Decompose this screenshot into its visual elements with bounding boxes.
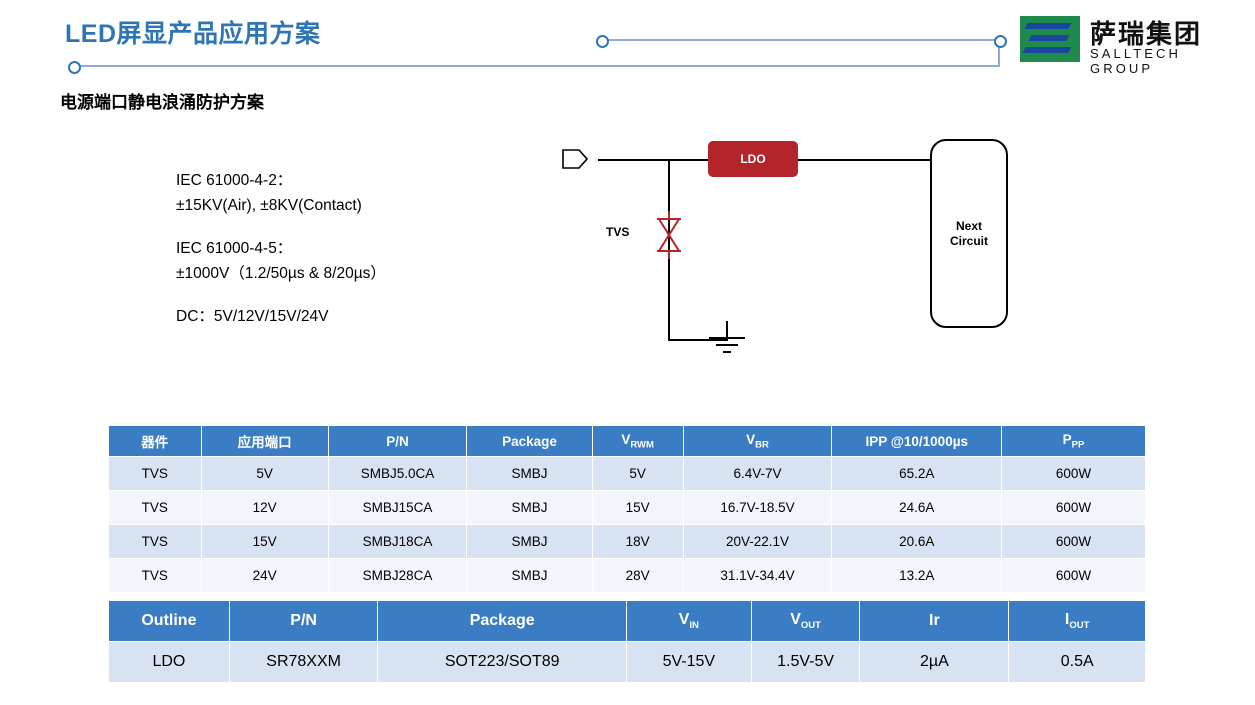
- spec-line-4: ±1000V（1.2/50µs & 8/20µs）: [176, 265, 386, 282]
- spec-line-5: DC：5V/12V/15V/24V: [176, 308, 329, 325]
- header-rail-top: [600, 39, 1000, 41]
- table-cell: 1.5V-5V: [750, 641, 861, 683]
- table-cell: 600W: [1001, 524, 1146, 559]
- header-node-bottom-icon: [68, 61, 81, 74]
- logo-text-cn: 萨瑞集团: [1090, 19, 1203, 49]
- column-header: Package: [466, 425, 593, 457]
- table-cell: SMBJ5.0CA: [327, 456, 468, 491]
- spec-line-2: ±15KV(Air), ±8KV(Contact): [176, 197, 362, 214]
- page-header: LED屏显产品应用方案 萨瑞集团 SALLTECH GROUP: [0, 0, 1255, 78]
- wire-input: [598, 159, 728, 161]
- spec-text-block: IEC 61000-4-2： ±15KV(Air), ±8KV(Contact)…: [176, 168, 386, 329]
- header-rail-right: [998, 39, 1000, 67]
- ground-symbol-icon: [709, 337, 745, 353]
- table-cell: 6.4V-7V: [682, 456, 833, 491]
- circuit-diagram: LDO Next Circuit TVS: [540, 125, 1040, 385]
- table-cell: 600W: [1001, 490, 1146, 525]
- table-cell: SMBJ18CA: [327, 524, 468, 559]
- table-cell: SMBJ15CA: [327, 490, 468, 525]
- header-node-left-icon: [596, 35, 609, 48]
- next-circuit-block: Next Circuit: [930, 139, 1008, 328]
- table-cell: SMBJ: [466, 524, 593, 559]
- table-cell: TVS: [108, 490, 202, 525]
- page-title: LED屏显产品应用方案: [65, 20, 321, 48]
- table-cell: 600W: [1001, 558, 1146, 593]
- spec-line-3: IEC 61000-4-5：: [176, 240, 293, 257]
- table-cell: 31.1V-34.4V: [682, 558, 833, 593]
- table-cell: SMBJ: [466, 490, 593, 525]
- table-cell: 15V: [591, 490, 684, 525]
- wire-ground-vertical: [726, 321, 728, 341]
- input-connector-icon: [562, 149, 588, 169]
- table-cell: 5V: [200, 456, 329, 491]
- table-cell: TVS: [108, 456, 202, 491]
- table-cell: SR78XXM: [228, 641, 379, 683]
- table-cell: SOT223/SOT89: [377, 641, 627, 683]
- company-logo: 萨瑞集团 SALLTECH GROUP: [1020, 14, 1235, 76]
- table-cell: TVS: [108, 558, 202, 593]
- column-header: VOUT: [750, 600, 861, 642]
- ldo-block: LDO: [708, 141, 798, 177]
- table-cell: 13.2A: [831, 558, 1003, 593]
- column-header: VIN: [625, 600, 752, 642]
- spec-line-1: IEC 61000-4-2：: [176, 172, 293, 189]
- column-header: VRWM: [591, 425, 684, 457]
- logo-mark-icon: [1020, 16, 1080, 62]
- column-header: PPP: [1001, 425, 1146, 457]
- column-header: Outline: [108, 600, 230, 642]
- header-rail-bottom: [72, 65, 1000, 67]
- table-cell: 2µA: [859, 641, 1010, 683]
- table-cell: 5V: [591, 456, 684, 491]
- table-cell: 600W: [1001, 456, 1146, 491]
- table-cell: 24V: [200, 558, 329, 593]
- section-subtitle: 电源端口静电浪涌防护方案: [60, 93, 264, 112]
- column-header: Ir: [859, 600, 1010, 642]
- column-header: P/N: [228, 600, 379, 642]
- table-cell: 24.6A: [831, 490, 1003, 525]
- table-cell: 5V-15V: [625, 641, 752, 683]
- column-header: P/N: [327, 425, 468, 457]
- column-header: VBR: [682, 425, 833, 457]
- table-cell: TVS: [108, 524, 202, 559]
- table-cell: 12V: [200, 490, 329, 525]
- table-cell: 16.7V-18.5V: [682, 490, 833, 525]
- tvs-diode-icon: [657, 211, 681, 259]
- table-cell: 65.2A: [831, 456, 1003, 491]
- column-header: IPP @10/1000µs: [831, 425, 1003, 457]
- wire-ground-horizontal: [668, 339, 728, 341]
- table-cell: 18V: [591, 524, 684, 559]
- table-cell: SMBJ28CA: [327, 558, 468, 593]
- table-cell: LDO: [108, 641, 230, 683]
- table-cell: 28V: [591, 558, 684, 593]
- table-cell: 0.5A: [1008, 641, 1146, 683]
- next-circuit-line1: Next: [955, 218, 982, 233]
- table-cell: 20V-22.1V: [682, 524, 833, 559]
- next-circuit-line2: Circuit: [949, 233, 988, 248]
- table-cell: SMBJ: [466, 456, 593, 491]
- logo-text-en: SALLTECH GROUP: [1090, 46, 1182, 76]
- column-header: IOUT: [1008, 600, 1146, 642]
- column-header: 器件: [108, 425, 202, 457]
- tvs-label: TVS: [606, 225, 630, 239]
- table-cell: 15V: [200, 524, 329, 559]
- table-cell: 20.6A: [831, 524, 1003, 559]
- column-header: Package: [377, 600, 627, 642]
- table-cell: SMBJ: [466, 558, 593, 593]
- wire-ldo-output: [790, 159, 968, 161]
- header-node-right-icon: [994, 35, 1007, 48]
- column-header: 应用端口: [200, 425, 329, 457]
